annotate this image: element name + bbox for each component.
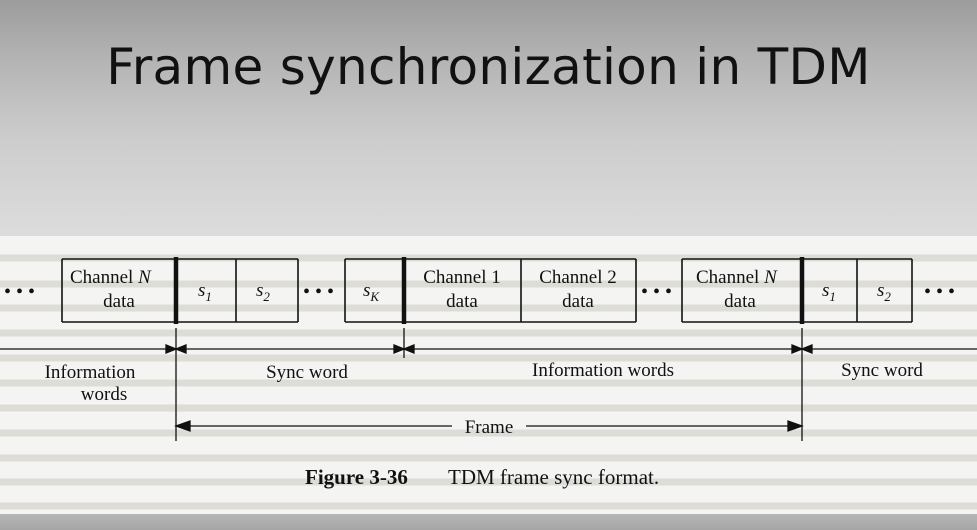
sync-s2-b: s2: [877, 280, 891, 304]
channel-n-data-a: data: [103, 291, 135, 312]
channel-n-label-b: Channel N: [696, 267, 778, 288]
channel-1-data: data: [446, 291, 478, 312]
channel-2-label: Channel 2: [539, 267, 617, 288]
ellipsis-left: • • •: [4, 281, 35, 303]
channel-2-data: data: [562, 291, 594, 312]
info-words-label-left-2: words: [81, 384, 127, 405]
frame-label: Frame: [465, 417, 514, 438]
slide-title: Frame synchronization in TDM: [106, 38, 871, 96]
ellipsis-mid-a: • • •: [303, 281, 334, 303]
info-words-label-left-1: Information: [45, 362, 136, 383]
page-bleed-through: [0, 254, 977, 510]
frame-boxes: [61, 257, 913, 324]
sync-s2-a: s2: [256, 280, 270, 304]
sync-sk: sK: [363, 280, 380, 304]
sync-word-label-right: Sync word: [841, 360, 923, 381]
channel-n-label-a: Channel N: [70, 267, 152, 288]
tdm-frame-diagram: • • • Channel N data s1 s2 • • • sK Chan…: [0, 254, 977, 510]
figure-panel: • • • Channel N data s1 s2 • • • sK Chan…: [0, 236, 977, 514]
figure-caption: Figure 3-36 TDM frame sync format.: [305, 465, 659, 489]
cell-labels: • • • Channel N data s1 s2 • • • sK Chan…: [4, 267, 955, 312]
ellipsis-mid-b: • • •: [641, 281, 672, 303]
channel-1-label: Channel 1: [423, 267, 501, 288]
group-labels: Information words Sync word Information …: [45, 360, 924, 438]
ellipsis-right: • • •: [924, 281, 955, 303]
channel-n-data-b: data: [724, 291, 756, 312]
sync-s1-b: s1: [822, 280, 836, 304]
figure-number: Figure 3-36: [305, 465, 408, 489]
info-words-label-mid: Information words: [532, 360, 674, 381]
figure-caption-text: TDM frame sync format.: [448, 465, 659, 489]
extent-markers: [0, 328, 977, 441]
slide-bottom-band: [0, 514, 977, 530]
sync-s1-a: s1: [198, 280, 212, 304]
sync-word-label-left: Sync word: [266, 362, 348, 383]
